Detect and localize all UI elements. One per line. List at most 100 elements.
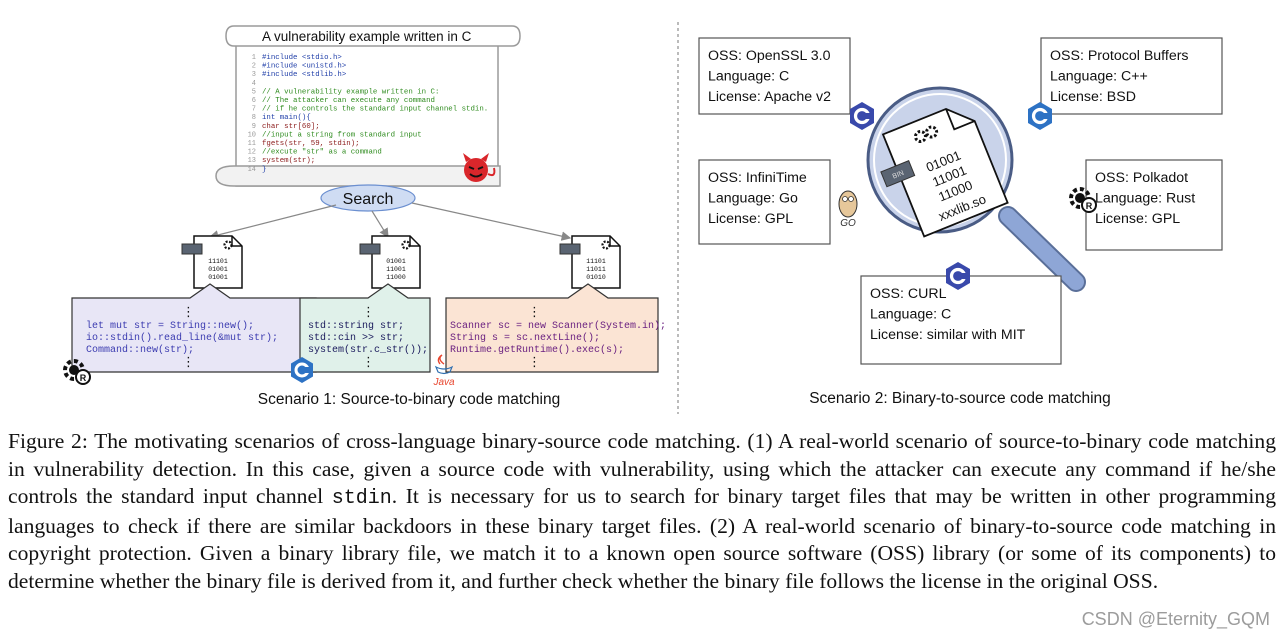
code-line-number: 2	[252, 63, 256, 71]
code-line-number: 11	[248, 140, 256, 148]
go-gopher-icon: GO	[838, 190, 858, 229]
search-node: Search	[320, 184, 416, 212]
search-label: Search	[343, 191, 394, 208]
binary-bits: 11011	[586, 266, 606, 273]
rust-line-1: let mut str = String::new();	[86, 320, 254, 332]
java-ellipsis-bottom: ⋮	[528, 354, 541, 369]
rust-callout: ⋮ let mut str = String::new(); io::stdin…	[71, 283, 317, 373]
binary-bits: 01010	[586, 274, 606, 281]
cpp-callout: ⋮ std::string str; std::cin >> str; syst…	[299, 283, 431, 373]
code-line: int main(){	[262, 114, 311, 122]
code-line: }	[262, 166, 266, 174]
oss-language: Language: Rust	[1095, 191, 1195, 207]
rust-line-3: Command::new(str);	[86, 344, 194, 356]
cpp-line-1: std::string str;	[308, 320, 404, 332]
svg-text:R: R	[80, 373, 87, 383]
binary-bits: 11101	[586, 258, 606, 265]
code-line-number: 13	[248, 157, 256, 165]
oss-license: License: BSD	[1050, 89, 1136, 105]
oss-name: OSS: CURL	[870, 286, 947, 302]
code-line: #include <stdlib.h>	[262, 71, 347, 79]
code-line: system(str);	[262, 157, 315, 165]
oss-license: License: GPL	[708, 211, 793, 227]
code-line: #include <unistd.h>	[262, 63, 347, 71]
cpp-line-3: system(str.c_str());	[308, 344, 428, 356]
binary-bits: 01001	[208, 266, 228, 273]
code-lines: 1#include <stdio.h>2#include <unistd.h>3…	[248, 54, 489, 174]
caption-code-stdin: stdin	[331, 487, 392, 511]
svg-text:R: R	[1086, 201, 1093, 211]
cpp-line-2: std::cin >> str;	[308, 332, 404, 344]
scenario2-caption: Scenario 2: Binary-to-source code matchi…	[809, 390, 1111, 407]
figure: A vulnerability example written in C 1 #i…	[63, 22, 1223, 414]
cpp-logo-icon	[291, 357, 313, 383]
rust-line-2: io::stdin().read_line(&mut str);	[86, 332, 278, 344]
binary-files: 1110101001010010100111001110001110111011…	[181, 235, 621, 289]
caption-part-2: . It is necessary for us to search for b…	[8, 484, 1276, 593]
code-line: // A vulnerability example written in C:	[262, 88, 439, 96]
binary-bits: 01001	[386, 258, 406, 265]
scenario1-panel: A vulnerability example written in C 1 #i…	[63, 25, 666, 408]
oss-language: Language: C++	[1050, 69, 1148, 85]
binary-bits: 11000	[386, 274, 406, 281]
oss-name: OSS: OpenSSL 3.0	[708, 48, 831, 64]
java-callout: ⋮ Scanner sc = new Scanner(System.in); S…	[445, 283, 666, 373]
code-line-number: 7	[252, 106, 256, 114]
java-ellipsis-top: ⋮	[528, 304, 541, 319]
java-label: Java	[432, 377, 455, 388]
code-line-number: 6	[252, 97, 256, 105]
figure-caption: Figure 2: The motivating scenarios of cr…	[8, 428, 1276, 596]
rust-gear-icon: R	[63, 359, 91, 385]
code-line: //excute "str" as a command	[262, 149, 382, 157]
scroll-title: A vulnerability example written in C	[262, 29, 472, 44]
binary-bits: 01001	[208, 274, 228, 281]
java-line-3: Runtime.getRuntime().exec(s);	[450, 344, 624, 356]
c-logo-icon	[850, 102, 874, 130]
svg-text:GO: GO	[840, 218, 856, 229]
java-line-1: Scanner sc = new Scanner(System.in);	[450, 320, 666, 332]
rust-ellipsis-bottom: ⋮	[182, 354, 195, 369]
java-logo-icon: Java	[432, 354, 455, 388]
oss-language: Language: C	[708, 69, 789, 85]
code-line-number: 10	[248, 131, 256, 139]
oss-name: OSS: InfiniTime	[708, 170, 807, 186]
cpp-ellipsis-bottom: ⋮	[362, 354, 375, 369]
devil-icon	[463, 153, 496, 182]
search-arrows	[208, 202, 572, 241]
code-line: char str[60];	[262, 123, 320, 131]
source-code-scroll: A vulnerability example written in C 1 #i…	[215, 25, 521, 187]
code-line: #include <stdio.h>	[262, 54, 342, 62]
cpp-ellipsis-top: ⋮	[362, 304, 375, 319]
rust-gear-icon: R	[1069, 187, 1097, 213]
cpp-logo-icon	[1028, 102, 1052, 130]
oss-license: License: similar with MIT	[870, 327, 1026, 343]
oss-license: License: GPL	[1095, 211, 1180, 227]
code-line-number: 9	[252, 123, 256, 131]
oss-name: OSS: Polkadot	[1095, 170, 1188, 186]
caption-part-1: Figure 2: The motivating scenarios of cr…	[8, 429, 1276, 509]
bin-tag: BIN	[892, 170, 905, 181]
gear-icon	[913, 125, 939, 144]
binary-bits: 11101	[208, 258, 228, 265]
java-line-2: String s = sc.nextLine();	[450, 332, 600, 344]
binary-bits: 11001	[386, 266, 406, 273]
oss-license: License: Apache v2	[708, 89, 831, 105]
scenario2-panel: BIN 01001 11001 11000 xxxlib.so OSS: Ope…	[698, 37, 1223, 407]
c-logo-icon	[946, 262, 970, 290]
oss-language: Language: Go	[708, 191, 798, 207]
code-line: // The attacker can execute any command	[262, 97, 435, 105]
oss-name: OSS: Protocol Buffers	[1050, 48, 1189, 64]
oss-language: Language: C	[870, 307, 951, 323]
code-line-number: 1	[252, 54, 256, 62]
code-line: //input a string from standard input	[262, 131, 422, 139]
code-line: fgets(str, 59, stdin);	[262, 140, 360, 148]
rust-ellipsis-top: ⋮	[182, 304, 195, 319]
code-line-number: 8	[252, 114, 256, 122]
